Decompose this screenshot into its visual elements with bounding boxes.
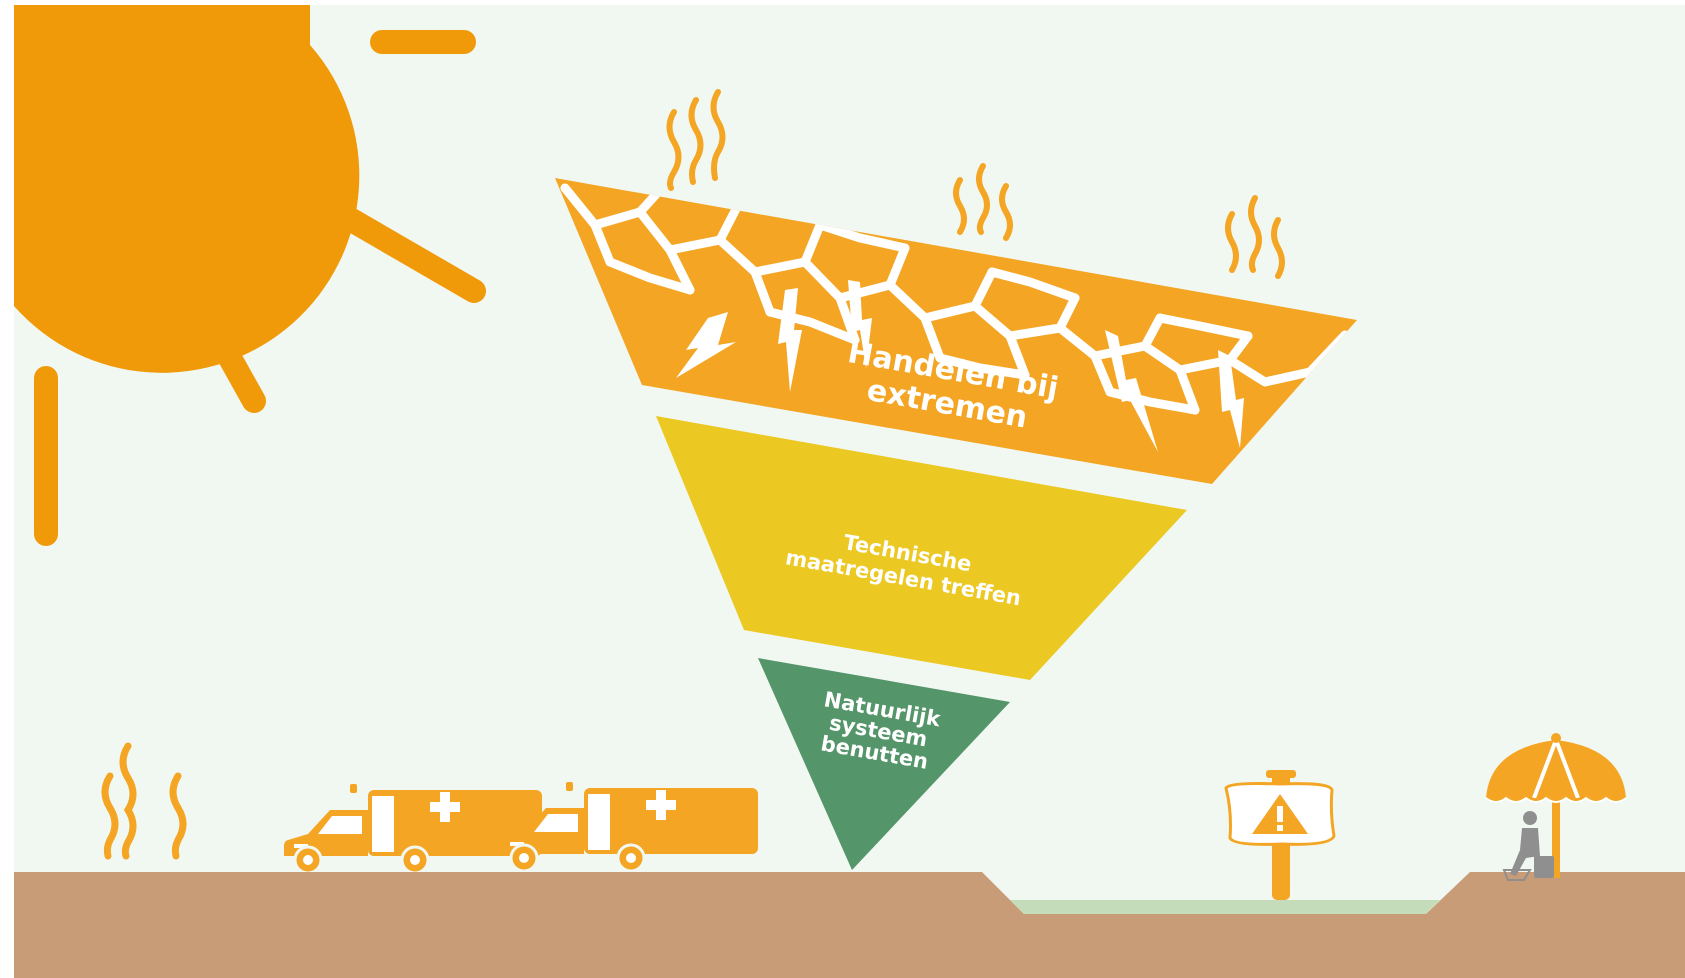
ground xyxy=(14,872,1685,978)
heat-waves-icon xyxy=(101,742,187,860)
funnel-layer-natural: Natuurlijk systeem benutten xyxy=(758,658,1010,870)
water-basin xyxy=(1010,900,1440,914)
heat-waves-icon xyxy=(666,89,1285,279)
warning-sign-icon xyxy=(1224,770,1336,900)
beach-umbrella-icon xyxy=(1485,733,1627,878)
funnel-layer-technical: Technische maatregelen treffen xyxy=(656,416,1187,680)
sitting-person-icon xyxy=(1502,811,1554,881)
sun-icon xyxy=(14,5,486,546)
ambulance-icon xyxy=(500,782,758,873)
